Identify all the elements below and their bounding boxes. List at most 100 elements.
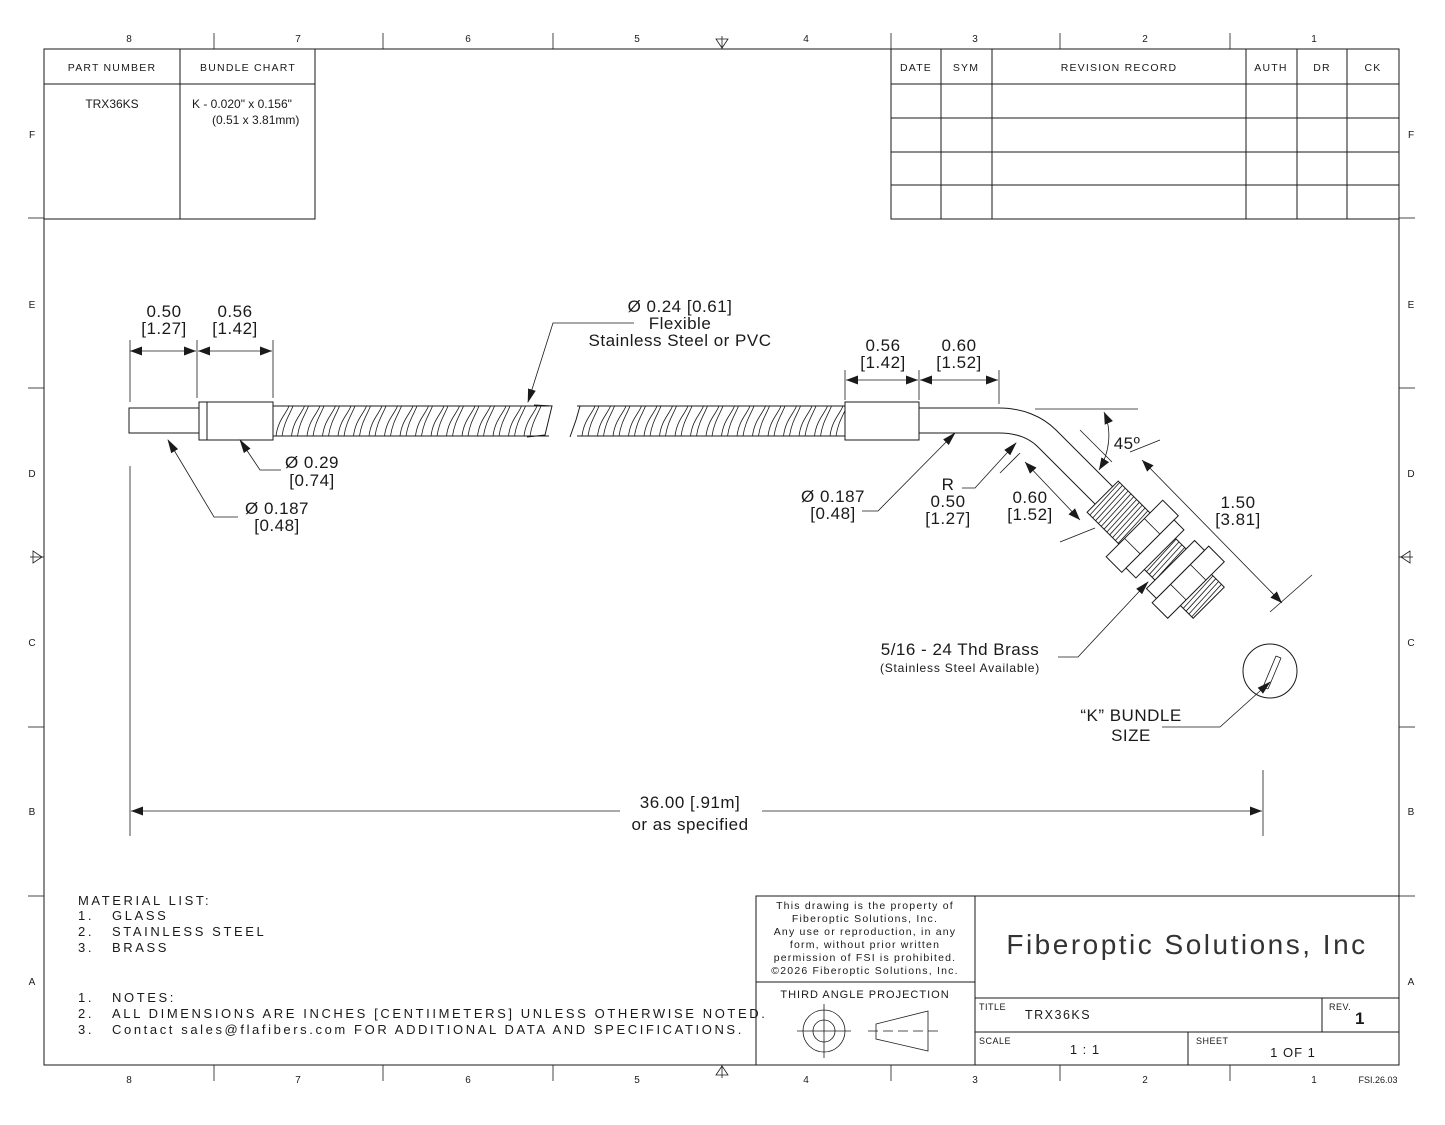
thread-line: [1115, 507, 1146, 541]
sheath-winding: [498, 405, 511, 437]
property-notice-line: ©2026 Fiberoptic Solutions, Inc.: [771, 965, 958, 977]
sheath-winding: [477, 405, 491, 437]
notes: 1. NOTES: 2. ALL DIMENSIONS ARE INCHES […: [78, 990, 765, 1037]
sheath-winding: [430, 405, 445, 437]
zone-column-labels-top: 8 7 6 5 4 3 2 1: [126, 34, 1317, 45]
material-item: BRASS: [112, 940, 169, 955]
sheath-winding: [275, 405, 290, 437]
sheath-winding: [337, 405, 352, 437]
rev-header-auth: AUTH: [1254, 62, 1287, 74]
dim-ferrule-length: 0.56: [217, 302, 252, 321]
sheath-winding: [508, 405, 522, 437]
sheath-winding: [789, 405, 801, 437]
zone-row-label: B: [1408, 807, 1415, 818]
sheath-winding: [798, 405, 813, 437]
thread-alt-material: (Stainless Steel Available): [880, 661, 1040, 675]
sheath-winding: [820, 405, 832, 437]
property-notice-line: This drawing is the property of: [776, 900, 954, 912]
rev-header-ck: CK: [1365, 62, 1382, 74]
sheath-winding: [727, 405, 739, 437]
sheath-winding: [659, 405, 673, 437]
bundle-size-value: K - 0.020" x 0.156": [192, 97, 292, 111]
sheath-winding: [711, 405, 724, 437]
rev-header-dr: DR: [1313, 62, 1331, 74]
thread-line: [1109, 502, 1140, 536]
sheath-winding: [618, 405, 631, 437]
bundle-size-label-line2: SIZE: [1111, 726, 1151, 745]
dim-sheath-diameter: Ø 0.24 [0.61]: [628, 297, 733, 316]
sheath-winding: [281, 405, 294, 437]
bundle-size-metric: (0.51 x 3.81mm): [212, 113, 299, 127]
dim-left-tip-metric: [0.48]: [254, 516, 300, 535]
zone-col-label: 8: [126, 34, 132, 45]
zone-row-label: E: [1408, 300, 1415, 311]
sheath-winding: [736, 405, 751, 437]
zone-col-label: 4: [803, 34, 809, 45]
dim-right-tip-diameter: Ø 0.187: [801, 487, 865, 506]
scale-value: 1 : 1: [1070, 1042, 1100, 1057]
sheath-winding: [628, 405, 642, 437]
scale-label: SCALE: [979, 1036, 1011, 1046]
thread-line: [1089, 482, 1120, 516]
dim-tip-length: 0.50: [146, 302, 181, 321]
thread-line: [1106, 499, 1137, 533]
sheath-winding: [767, 405, 782, 437]
sheath-winding: [696, 405, 708, 437]
zone-col-label: 7: [295, 1075, 301, 1086]
zone-col-label: 2: [1142, 34, 1148, 45]
note-number: 3.: [78, 1022, 94, 1037]
zone-col-label: 1: [1311, 1075, 1317, 1086]
zone-row-label: F: [29, 130, 35, 141]
material-item: STAINLESS STEEL: [112, 924, 266, 939]
centering-marks: [30, 36, 1413, 1078]
dim-bend-length: 0.60: [1012, 488, 1047, 507]
overall-length-dimension: [129, 466, 1264, 836]
dim-right-tube-metric: [1.52]: [936, 353, 982, 372]
zone-row-labels-right: F E D C B A: [1407, 130, 1414, 988]
flexible-sheath: [273, 404, 848, 438]
dim-sheath-material: Stainless Steel or PVC: [589, 331, 772, 350]
sheath-winding: [353, 405, 367, 437]
sheath-winding: [742, 405, 755, 437]
sheath-winding: [649, 405, 662, 437]
zone-row-labels-left: F E D C B A: [28, 130, 35, 988]
thread-line: [1103, 496, 1135, 530]
sheath-winding: [306, 405, 321, 437]
sheath-winding: [529, 405, 542, 437]
dim-right-tube-length: 0.60: [941, 336, 976, 355]
sheath-winding: [390, 405, 402, 437]
property-notice-line: Fiberoptic Solutions, Inc.: [792, 913, 938, 925]
zone-col-label: 5: [634, 1075, 640, 1086]
zone-row-label: D: [1407, 469, 1414, 480]
zone-col-label: 8: [126, 1075, 132, 1086]
zone-col-label: 6: [465, 1075, 471, 1086]
title-block: This drawing is the property of Fiberopt…: [755, 895, 1400, 1066]
property-notice-line: Any use or reproduction, in any: [774, 926, 957, 938]
property-notice-line: form, without prior written: [790, 939, 940, 951]
zone-col-label: 4: [803, 1075, 809, 1086]
dim-right-ferrule-metric: [1.42]: [860, 353, 906, 372]
dim-right-ferrule-length: 0.56: [865, 336, 900, 355]
zone-row-label: E: [29, 300, 36, 311]
sheath-winding: [773, 405, 786, 437]
zone-col-label: 1: [1311, 34, 1317, 45]
right-tip-assembly: [844, 370, 1313, 699]
thread-line: [1112, 504, 1143, 538]
sheath-winding: [665, 405, 677, 437]
notes-title: NOTES:: [112, 990, 176, 1005]
sheath-winding: [492, 405, 507, 437]
dim-sheath-type: Flexible: [649, 314, 712, 333]
zone-row-label: B: [29, 807, 36, 818]
dim-left-tip-diameter: Ø 0.187: [245, 499, 309, 518]
dim-overall-length: 36.00 [.91m]: [640, 793, 741, 812]
rev-value: 1: [1355, 1009, 1364, 1028]
sheath-winding: [291, 405, 305, 437]
dim-ferrule-diameter-metric: [0.74]: [289, 471, 335, 490]
drawing-border: 8 7 6 5 4 3 2 1 8 7 6 5 4 3 2 1 F E D C …: [28, 33, 1415, 1086]
projection-label: THIRD ANGLE PROJECTION: [780, 989, 949, 1001]
sheath-winding: [421, 405, 433, 437]
zone-col-label: 2: [1142, 1075, 1148, 1086]
thread-line: [1092, 485, 1123, 519]
material-item-number: 2.: [78, 924, 94, 939]
